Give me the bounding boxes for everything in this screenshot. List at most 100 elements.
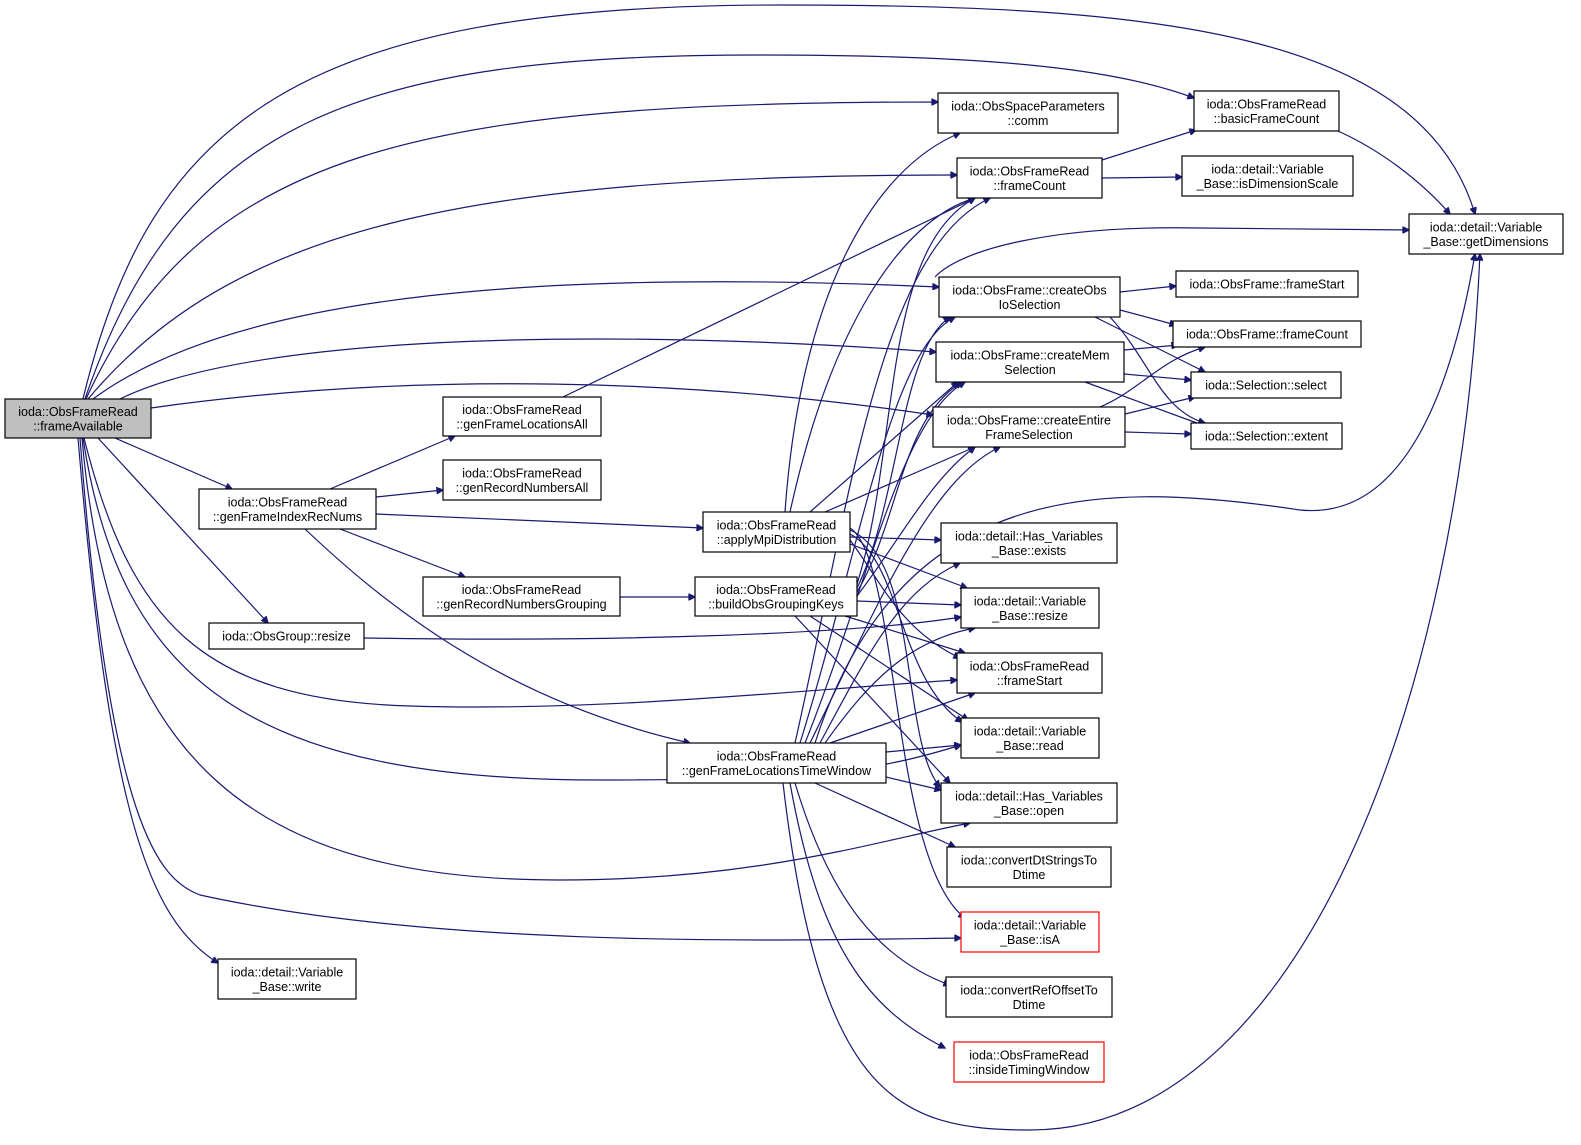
node-box bbox=[956, 652, 1103, 694]
node-basicFrameCount[interactable]: ioda::ObsFrameRead::basicFrameCount bbox=[1193, 90, 1340, 132]
node-label-line: ::buildObsGroupingKeys bbox=[708, 597, 844, 611]
node-box bbox=[1175, 270, 1359, 298]
node-box bbox=[1172, 320, 1362, 348]
node-label-line: ::comm bbox=[1008, 114, 1049, 128]
node-label-line: Selection bbox=[1004, 363, 1055, 377]
edge-applyMpiDistribution-to-createEntireFrameSelection bbox=[824, 447, 975, 513]
node-varBaseWrite[interactable]: ioda::detail::Variable_Base::write bbox=[217, 958, 357, 1000]
node-box bbox=[960, 911, 1100, 953]
edge-frameAvailable-to-spaceParamsComm bbox=[85, 102, 938, 400]
node-genFrameLocationsTimeWindow[interactable]: ioda::ObsFrameRead::genFrameLocationsTim… bbox=[666, 742, 887, 784]
node-frameReadFrameStart[interactable]: ioda::ObsFrameRead::frameStart bbox=[956, 652, 1103, 694]
node-box bbox=[198, 488, 377, 530]
node-label-line: ioda::detail::Variable bbox=[1211, 162, 1323, 176]
node-obsGroupResize[interactable]: ioda::ObsGroup::resize bbox=[208, 622, 365, 650]
edge-createMemSelection-to-selectionExtent bbox=[1084, 381, 1205, 426]
node-label-line: ioda::detail::Variable bbox=[231, 965, 343, 979]
edge-applyMpiDistribution-to-varBaseIsA bbox=[849, 527, 965, 918]
node-frameReadFrameCount[interactable]: ioda::ObsFrameRead::frameCount bbox=[956, 157, 1103, 199]
node-label-line: ::basicFrameCount bbox=[1214, 112, 1320, 126]
node-box bbox=[946, 846, 1112, 888]
edge-frameAvailable-to-createObsIoSelection bbox=[92, 281, 939, 400]
node-label-line: ioda::ObsFrameRead bbox=[1207, 97, 1327, 111]
node-obsFrameFrameStart[interactable]: ioda::ObsFrame::frameStart bbox=[1175, 270, 1359, 298]
node-isDimensionScale[interactable]: ioda::detail::Variable_Base::isDimension… bbox=[1181, 155, 1354, 197]
node-label-line: ioda::ObsFrame::createMem bbox=[950, 348, 1109, 362]
node-label-line: ioda::ObsSpaceParameters bbox=[951, 99, 1105, 113]
node-label-line: ::frameCount bbox=[993, 179, 1066, 193]
node-label-line: ::genFrameIndexRecNums bbox=[213, 510, 362, 524]
node-label-line: ioda::ObsFrame::frameStart bbox=[1190, 278, 1345, 292]
node-obsFrameFrameCount[interactable]: ioda::ObsFrame::frameCount bbox=[1172, 320, 1362, 348]
node-selectionExtent[interactable]: ioda::Selection::extent bbox=[1190, 422, 1343, 450]
node-hasVarOpen[interactable]: ioda::detail::Has_Variables_Base::open bbox=[940, 782, 1118, 824]
edge-createEntireFrameSelection-to-selectionExtent bbox=[1124, 432, 1191, 434]
node-box bbox=[4, 398, 152, 439]
node-box bbox=[442, 459, 602, 501]
node-label-line: ::genRecordNumbersAll bbox=[456, 481, 589, 495]
edge-createObsIoSelection-to-selectionSelect bbox=[1094, 316, 1205, 372]
edge-applyMpiDistribution-to-hasVarExists bbox=[849, 537, 941, 540]
edge-basicFrameCount-to-getDimensions bbox=[1337, 130, 1450, 214]
node-box bbox=[208, 622, 365, 650]
node-label-line: ioda::ObsFrame::createObs bbox=[952, 283, 1106, 297]
node-label-line: ioda::detail::Variable bbox=[974, 594, 1086, 608]
node-box bbox=[1181, 155, 1354, 197]
edge-createObsIoSelection-to-selectionExtent bbox=[1109, 316, 1205, 423]
edge-genFrameLocationsTimeWindow-to-frameReadFrameStart bbox=[829, 693, 975, 744]
node-hasVarExists[interactable]: ioda::detail::Has_Variables_Base::exists bbox=[940, 522, 1118, 564]
node-label-line: _Base::write bbox=[252, 980, 322, 994]
edge-createObsIoSelection-to-getDimensions bbox=[934, 228, 1409, 278]
node-genRecordNumbersAll[interactable]: ioda::ObsFrameRead::genRecordNumbersAll bbox=[442, 459, 602, 501]
node-box bbox=[938, 276, 1121, 318]
edge-obsGroupResize-to-varBaseResize bbox=[363, 617, 961, 640]
node-label-line: ioda::ObsFrameRead bbox=[970, 659, 1090, 673]
node-genRecordNumbersGrouping[interactable]: ioda::ObsFrameRead::genRecordNumbersGrou… bbox=[422, 576, 621, 617]
node-label-line: ioda::detail::Variable bbox=[974, 918, 1086, 932]
node-createEntireFrameSelection[interactable]: ioda::ObsFrame::createEntireFrameSelecti… bbox=[932, 406, 1126, 448]
node-label-line: _Base::open bbox=[993, 804, 1064, 818]
node-label-line: ::frameAvailable bbox=[33, 419, 122, 433]
node-box bbox=[217, 958, 357, 1000]
node-label-line: _Base::isA bbox=[999, 933, 1060, 947]
edge-frameAvailable-to-getDimensions bbox=[82, 4, 1475, 400]
edge-createMemSelection-to-selectionSelect bbox=[1123, 373, 1191, 380]
node-label-line: ioda::Selection::extent bbox=[1205, 430, 1329, 444]
node-label-line: ::genRecordNumbersGrouping bbox=[436, 597, 606, 611]
node-insideTimingWindow[interactable]: ioda::ObsFrameRead::insideTimingWindow bbox=[953, 1041, 1105, 1083]
node-frameAvailable[interactable]: ioda::ObsFrameRead::frameAvailable bbox=[4, 398, 152, 439]
node-varBaseIsA[interactable]: ioda::detail::Variable_Base::isA bbox=[960, 911, 1100, 953]
edge-applyMpiDistribution-to-spaceParamsComm bbox=[784, 133, 960, 513]
node-getDimensions[interactable]: ioda::detail::Variable_Base::getDimensio… bbox=[1408, 213, 1564, 255]
edge-genFrameLocationsTimeWindow-to-hasVarOpen bbox=[885, 776, 941, 790]
node-box bbox=[937, 92, 1119, 134]
node-label-line: FrameSelection bbox=[985, 428, 1073, 442]
node-box bbox=[935, 341, 1125, 383]
node-varBaseResize[interactable]: ioda::detail::Variable_Base::resize bbox=[960, 587, 1100, 629]
edge-buildObsGroupingKeys-to-hasVarOpen bbox=[794, 615, 950, 783]
node-label-line: ioda::ObsFrameRead bbox=[462, 403, 582, 417]
edge-buildObsGroupingKeys-to-createEntireFrameSelection bbox=[856, 447, 975, 597]
edge-genFrameIndexRecNums-to-applyMpiDistribution bbox=[375, 513, 703, 528]
edge-genFrameLocationsTimeWindow-to-insideTimingWindow bbox=[789, 782, 945, 1048]
node-applyMpiDistribution[interactable]: ioda::ObsFrameRead::applyMpiDistribution bbox=[702, 511, 851, 553]
node-label-line: ::applyMpiDistribution bbox=[717, 533, 837, 547]
node-varBaseRead[interactable]: ioda::detail::Variable_Base::read bbox=[960, 717, 1100, 759]
node-box bbox=[1190, 371, 1342, 399]
node-spaceParamsComm[interactable]: ioda::ObsSpaceParameters::comm bbox=[937, 92, 1119, 134]
node-box bbox=[442, 396, 602, 437]
node-box bbox=[932, 406, 1126, 448]
edge-createObsIoSelection-to-obsFrameFrameCount bbox=[1119, 309, 1176, 325]
edge-applyMpiDistribution-to-frameReadFrameStart bbox=[849, 539, 960, 658]
node-selectionSelect[interactable]: ioda::Selection::select bbox=[1190, 371, 1342, 399]
node-buildObsGroupingKeys[interactable]: ioda::ObsFrameRead::buildObsGroupingKeys bbox=[694, 576, 858, 617]
node-genFrameIndexRecNums[interactable]: ioda::ObsFrameRead::genFrameIndexRecNums bbox=[198, 488, 377, 530]
node-label-line: ioda::ObsFrame::frameCount bbox=[1186, 328, 1348, 342]
node-genFrameLocationsAll[interactable]: ioda::ObsFrameRead::genFrameLocationsAll bbox=[442, 396, 602, 437]
node-box bbox=[422, 576, 621, 617]
